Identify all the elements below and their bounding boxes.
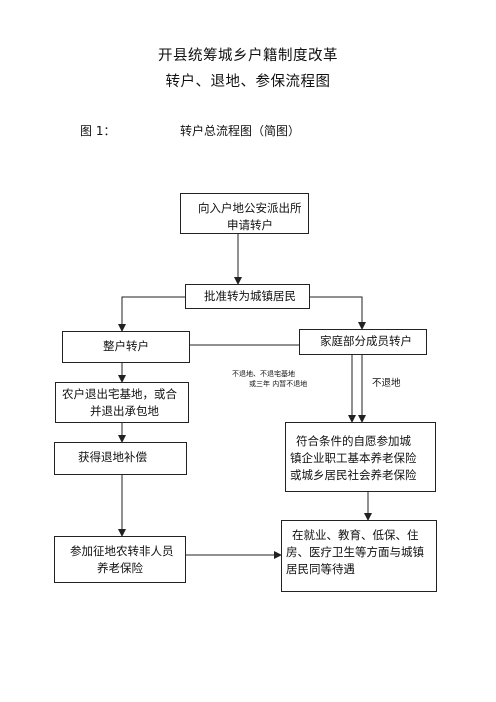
arrow-approve-to-partial xyxy=(310,296,366,330)
node-equal-treatment-line2: 房、医疗卫生等方面与城镇 xyxy=(286,545,424,559)
node-apply: 向入户地公安派出所 申请转户 xyxy=(180,193,309,234)
node-approve: 批准转为城镇居民 xyxy=(185,284,310,309)
node-whole-household-text: 整户转户 xyxy=(103,339,149,353)
edge-label-no-withdraw: 不退地 xyxy=(372,378,401,389)
node-voluntary-insurance-line2: 镇企业职工基本养老保险 xyxy=(290,451,417,465)
node-withdraw-land: 农户退出宅基地，或合 并退出承包地 xyxy=(55,382,189,423)
node-withdraw-land-line2: 并退出承包地 xyxy=(90,404,159,418)
node-partial-members-text: 家庭部分成员转户 xyxy=(320,334,412,348)
node-land-pension-line2: 养老保险 xyxy=(97,561,143,575)
node-compensation: 获得退地补偿 xyxy=(54,442,187,475)
node-equal-treatment-line1: 在就业、教育、低保、住 xyxy=(292,528,419,542)
figure-caption: 转户总流程图（简图） xyxy=(180,124,301,138)
node-equal-treatment: 在就业、教育、低保、住 房、医疗卫生等方面与城镇 居民同等待遇 xyxy=(281,520,437,592)
title-line2: 转户、退地、参保流程图 xyxy=(165,74,331,90)
node-apply-line2: 申请转户 xyxy=(227,218,273,232)
node-land-pension-line1: 参加征地农转非人员 xyxy=(70,544,174,558)
node-whole-household: 整户转户 xyxy=(62,331,190,363)
figure-label: 图 1： xyxy=(80,124,116,138)
node-equal-treatment-line3: 居民同等待遇 xyxy=(286,562,355,576)
arrow-approve-to-whole xyxy=(118,296,185,332)
node-voluntary-insurance-line3: 或城乡居民社会养老保险 xyxy=(290,468,417,482)
node-voluntary-insurance-line1: 符合条件的自愿参加城 xyxy=(296,434,411,448)
node-approve-text: 批准转为城镇居民 xyxy=(204,289,296,303)
node-voluntary-insurance: 符合条件的自愿参加城 镇企业职工基本养老保险 或城乡居民社会养老保险 xyxy=(285,422,436,492)
edge-label-no-withdraw-small-2: 或三年 内暂不退地 xyxy=(249,380,308,388)
node-apply-line1: 向入户地公安派出所 xyxy=(198,201,302,215)
edge-label-no-withdraw-small-1: 不退地、不退宅基地 xyxy=(232,370,295,378)
node-withdraw-land-line1: 农户退出宅基地，或合 xyxy=(62,387,177,401)
node-land-pension: 参加征地农转非人员 养老保险 xyxy=(54,536,186,583)
title-line1: 开县统筹城乡户籍制度改革 xyxy=(158,48,338,64)
node-compensation-text: 获得退地补偿 xyxy=(78,450,147,464)
node-partial-members: 家庭部分成员转户 xyxy=(299,329,427,355)
